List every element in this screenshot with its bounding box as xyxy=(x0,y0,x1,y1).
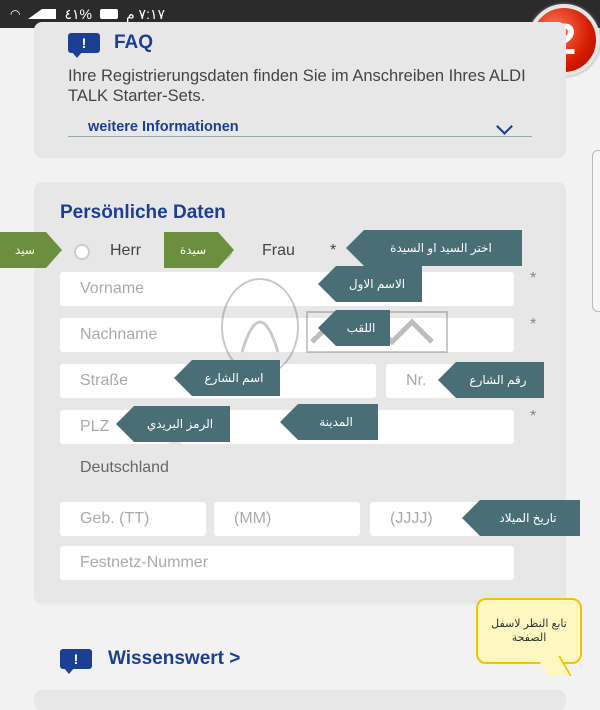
chat-exclamation-icon: ! xyxy=(60,649,92,674)
wissenswert-label: Wissenswert > xyxy=(108,648,241,669)
birth-day-input[interactable]: Geb. (TT) xyxy=(60,502,206,536)
phone-input[interactable]: Festnetz-Nummer xyxy=(60,546,514,580)
birth-month-input[interactable]: (MM) xyxy=(214,502,360,536)
annotation-sayeda: سيدة xyxy=(164,232,234,268)
faq-text: Ihre Registrierungsdaten finden Sie im A… xyxy=(68,67,526,105)
more-info-link[interactable]: weitere Informationen xyxy=(88,119,239,135)
annotation-street-no: رقم الشارع xyxy=(438,362,544,398)
annotation-first-name: الاسم الاول xyxy=(318,266,422,302)
annotation-postal-code: الرمز البريدي xyxy=(116,406,230,442)
faq-header: ! FAQ xyxy=(68,32,154,58)
battery-icon xyxy=(99,9,118,19)
vorname-input[interactable]: Vorname xyxy=(60,272,514,306)
battery-level: %٤١ xyxy=(64,5,92,22)
clock: ٧:١٧ م xyxy=(125,5,165,22)
wissenswert-link[interactable]: ! Wissenswert > xyxy=(60,648,241,674)
annotation-last-name: اللقب xyxy=(318,310,390,346)
nachname-input[interactable]: Nachname xyxy=(60,318,514,352)
label-herr: Herr xyxy=(110,242,142,259)
annotation-birth-date: تاريخ الميلاد xyxy=(462,500,580,536)
annotation-city: المدينة xyxy=(280,404,378,440)
label-frau: Frau xyxy=(262,242,295,259)
bottom-card xyxy=(34,690,566,710)
faq-card: ! FAQ Ihre Registrierungsdaten finden Si… xyxy=(34,22,566,158)
required-star: * xyxy=(530,408,537,425)
chevron-down-icon[interactable] xyxy=(496,118,513,135)
chat-exclamation-icon: ! xyxy=(68,33,100,58)
signal-icon xyxy=(28,9,57,19)
scroll-down-note: تابع النظر لاسفل الصفحة xyxy=(476,598,582,664)
required-star: * xyxy=(330,242,337,259)
radio-herr[interactable] xyxy=(74,244,90,260)
faq-divider xyxy=(68,136,532,137)
required-star: * xyxy=(530,270,537,287)
status-left: ٧:١٧ م %٤١ ◠ xyxy=(10,6,165,23)
faq-title: FAQ xyxy=(114,32,154,53)
section-title: Persönliche Daten xyxy=(60,202,226,223)
side-scroll-tab[interactable] xyxy=(592,150,600,312)
annotation-choose-title: اختر السيد او السيدة xyxy=(346,230,522,266)
required-star: * xyxy=(530,316,537,333)
country-value: Deutschland xyxy=(80,459,169,476)
annotation-street-name: اسم الشارع xyxy=(174,360,280,396)
wifi-icon: ◠ xyxy=(10,7,21,21)
